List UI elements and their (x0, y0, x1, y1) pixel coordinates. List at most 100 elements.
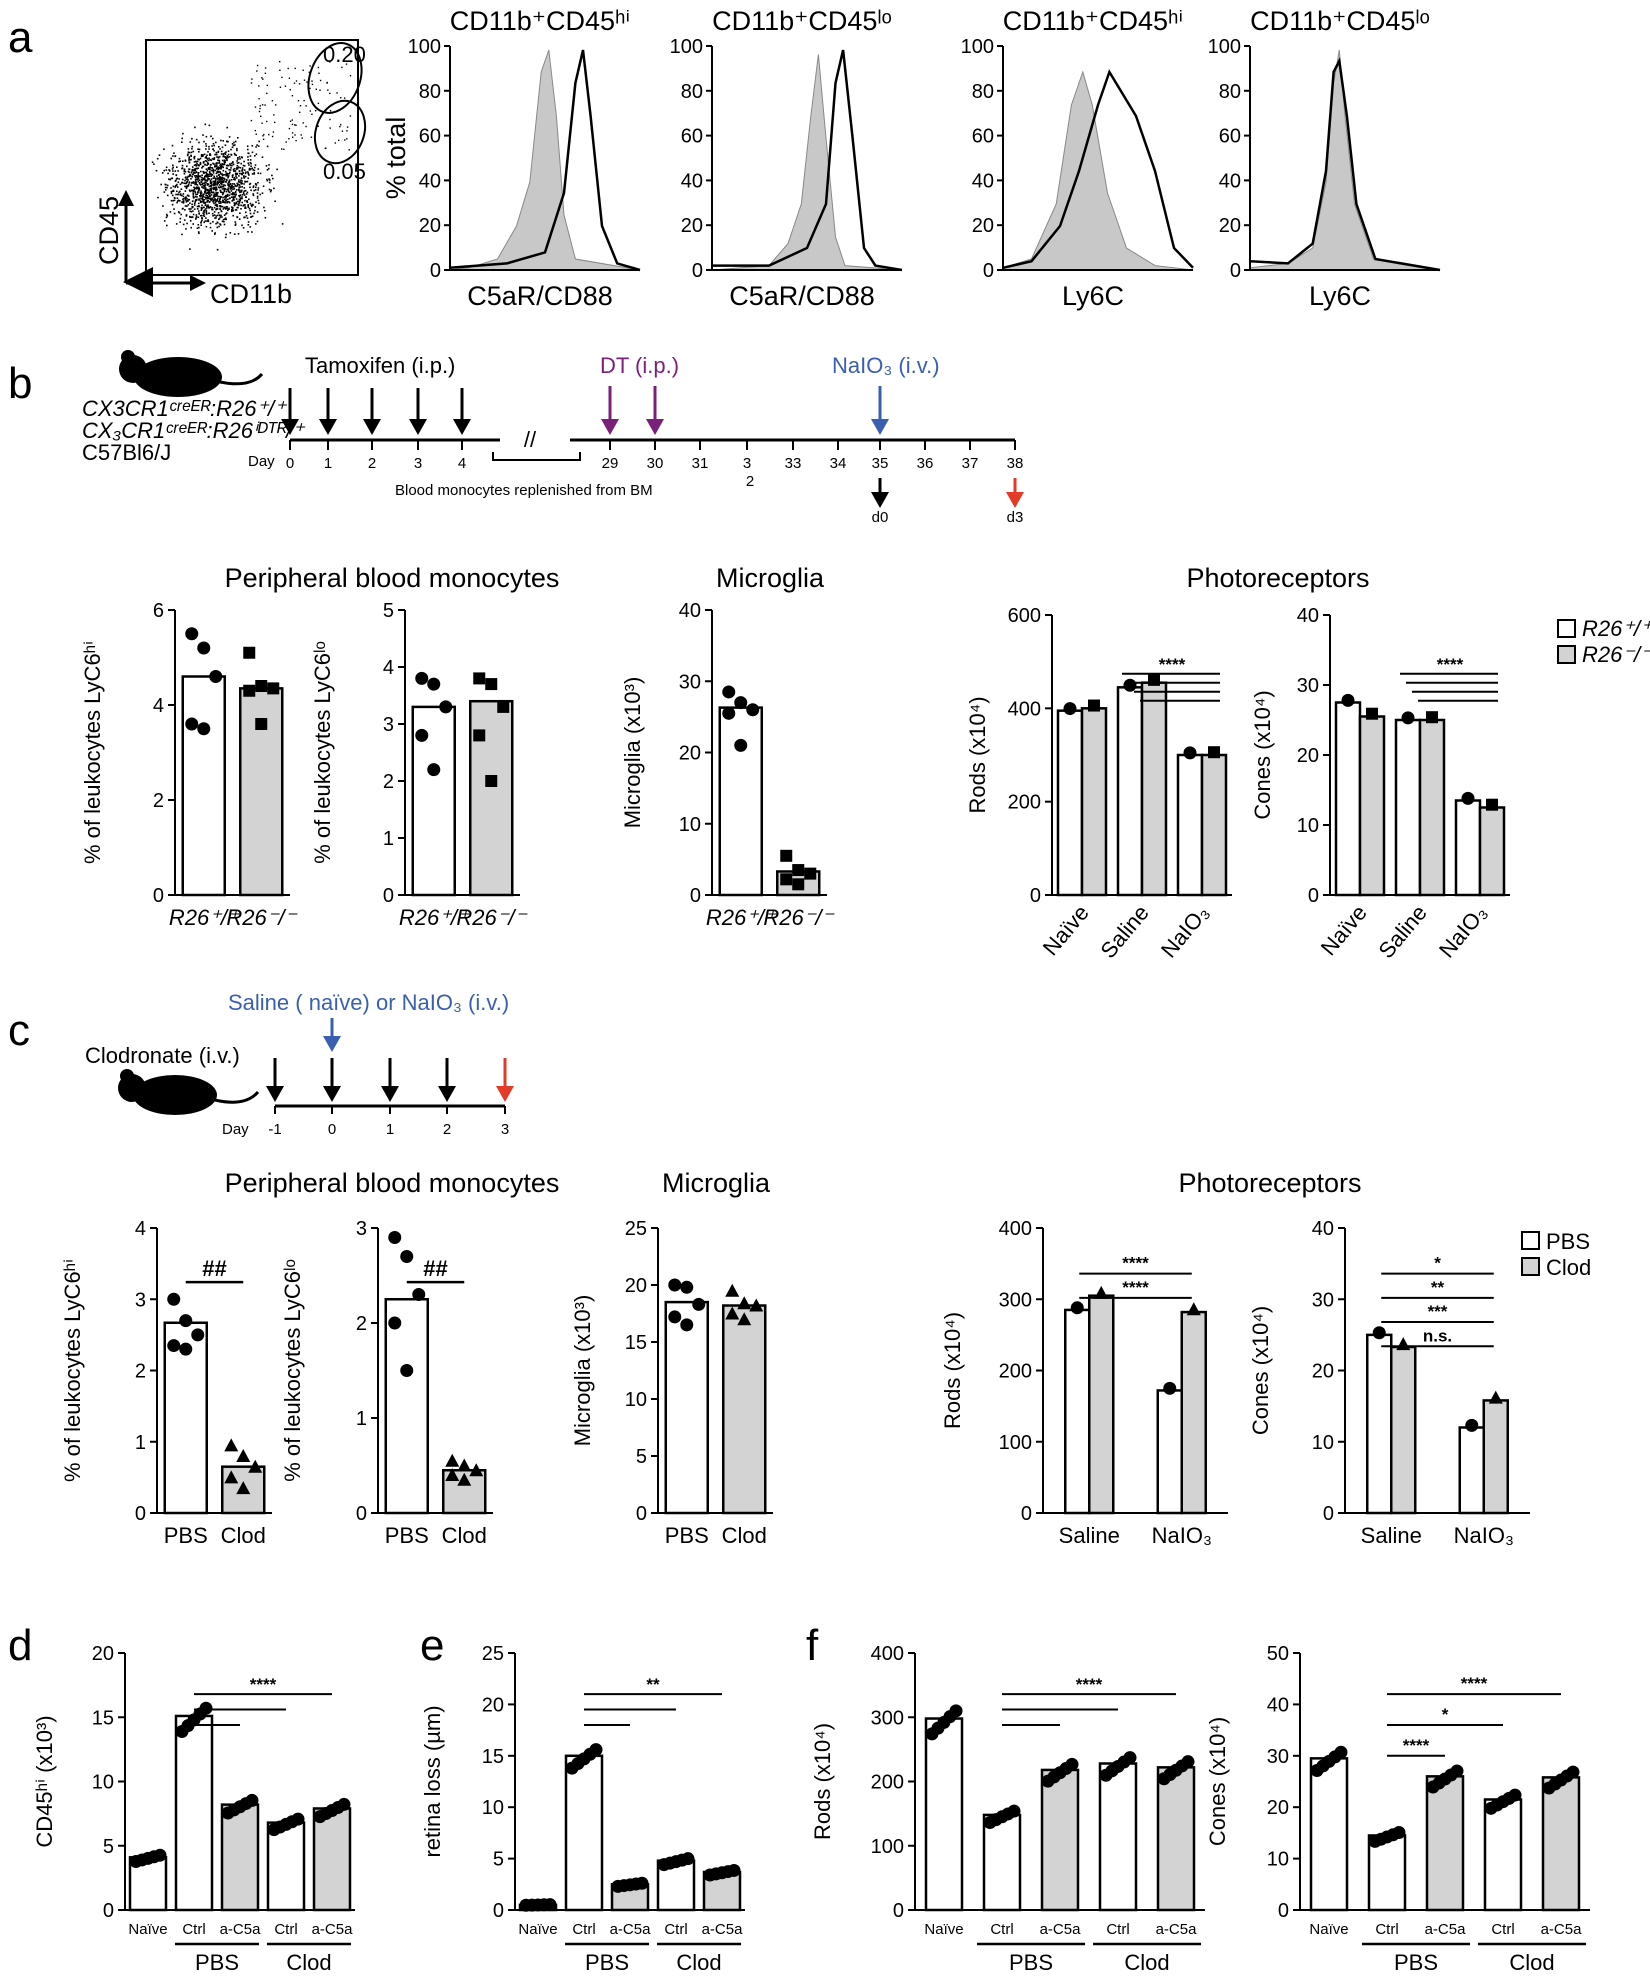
scatter-dot (205, 135, 208, 138)
scatter-dot (268, 133, 270, 136)
data-point (445, 1468, 460, 1481)
tick-label: 40 (681, 170, 703, 192)
scatter-dot (170, 192, 173, 195)
scatter-dot (205, 143, 207, 145)
group-label: Clod (1124, 1950, 1169, 1975)
scatter-dot (220, 186, 222, 189)
scatter-dot (225, 164, 228, 167)
scatter-dot (225, 190, 228, 193)
scatter-dot (255, 133, 257, 135)
scatter-dot (219, 195, 221, 198)
scatter-dot (229, 232, 232, 234)
scatter-dot (263, 133, 265, 136)
scatter-dot (172, 173, 174, 175)
tick-label: 40 (1297, 605, 1319, 627)
scatter-dot (223, 159, 226, 161)
scatter-dot (198, 213, 200, 215)
scatter-dot (210, 184, 212, 187)
data-point (473, 729, 486, 742)
scatter-dot (205, 145, 208, 147)
scatter-dot (227, 150, 230, 152)
scatter-dot (244, 207, 246, 209)
scatter-dot (202, 212, 204, 214)
tick-label: 0 (356, 1503, 367, 1525)
scatter-dot (200, 208, 203, 210)
scatter-dot (207, 196, 210, 198)
scatter-dot (238, 195, 240, 197)
scatter-dot (209, 206, 212, 208)
scatter-dot (222, 169, 225, 172)
scatter-dot (233, 176, 236, 179)
scatter-dot (212, 142, 215, 145)
tick-label: 40 (1267, 1694, 1289, 1716)
scatter-dot (344, 97, 346, 99)
tick-label: 25 (625, 1218, 647, 1240)
scatter-dot (199, 195, 202, 198)
scatter-dot (340, 97, 342, 99)
scatter-dot (199, 200, 202, 202)
scatter-dot (192, 181, 195, 183)
data-point (1486, 798, 1498, 811)
scatter-dot (226, 207, 228, 210)
group-label: PBS (1009, 1950, 1053, 1975)
scatter-dot (223, 184, 225, 186)
scatter-dot (173, 199, 176, 202)
scatter-dot (255, 146, 257, 148)
scatter-dot (254, 189, 257, 191)
scatter-dot (213, 158, 216, 160)
tick-label: 400 (999, 1218, 1032, 1240)
scatter-dot (207, 183, 210, 186)
scatter-dot (271, 135, 274, 138)
panel-letter-b: b (8, 359, 32, 408)
scatter-dot (210, 159, 213, 161)
tick-label: 5 (493, 1849, 504, 1871)
scatter-dot (238, 184, 241, 186)
d3-arrow-head (1006, 492, 1024, 508)
scatter-dot (243, 169, 246, 171)
scatter-dot (215, 222, 217, 225)
scatter-dot (212, 168, 215, 171)
sig-label: * (1434, 1254, 1441, 1273)
scatter-dot (220, 202, 222, 204)
scatter-dot (243, 190, 246, 192)
data-point (668, 1278, 682, 1292)
tick-label: 2 (135, 1361, 146, 1383)
scatter-dot (208, 194, 211, 196)
scatter-dot (201, 174, 203, 176)
scatter-dot (156, 157, 159, 160)
scatter-dot (209, 195, 212, 197)
scatter-dot (202, 155, 204, 157)
scatter-dot (202, 202, 205, 204)
scatter-dot (221, 186, 223, 188)
scatter-dot (201, 186, 203, 188)
scatter-dot (241, 193, 244, 196)
scatter-dot (163, 169, 165, 172)
x-tick-label: Saline (1373, 900, 1431, 963)
scatter-dot (234, 190, 237, 193)
scatter-dot (217, 212, 220, 214)
scatter-dot (200, 154, 203, 157)
scatter-dot (233, 167, 236, 170)
scatter-dot (247, 159, 249, 161)
scatter-dot (246, 200, 248, 202)
scatter-dot (281, 148, 283, 150)
scatter-dot (210, 178, 213, 180)
scatter-dot (205, 198, 207, 200)
day-label: 30 (647, 455, 664, 472)
scatter-dot (235, 202, 237, 205)
tick-label: 40 (972, 170, 994, 192)
scatter-dot (223, 178, 226, 181)
data-point (457, 1458, 472, 1472)
scatter-dot (218, 162, 220, 164)
scatter-dot (215, 199, 217, 201)
scatter-dot (230, 190, 233, 192)
timeline-break: // (524, 427, 537, 452)
scatter-dot (207, 167, 210, 169)
scatter-dot (171, 194, 174, 197)
scatter-dot (237, 158, 239, 161)
bar (1425, 1775, 1465, 1912)
tick-label: 6 (153, 600, 164, 622)
scatter-dot (231, 183, 234, 185)
scatter-dot (301, 137, 303, 139)
scatter-dot (232, 209, 235, 212)
